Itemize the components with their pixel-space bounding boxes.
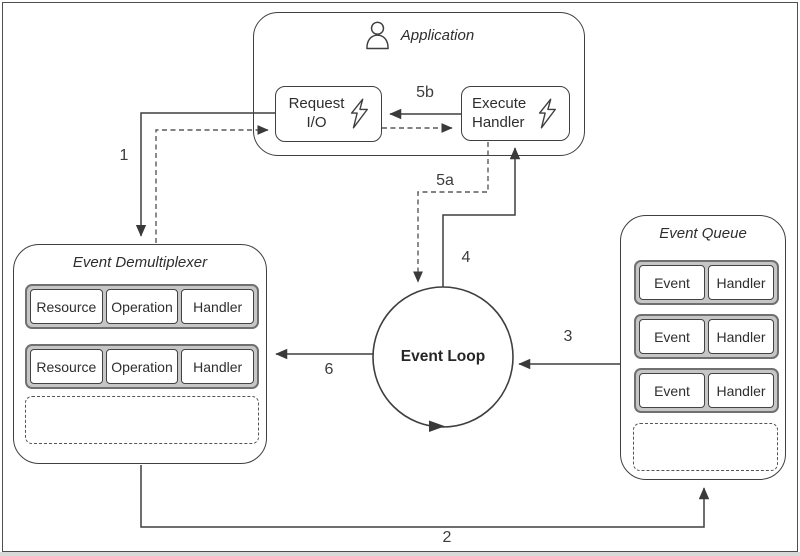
handler-cell: Handler [181,349,255,384]
event-cell: Event [639,319,705,354]
arrow-label-6: 6 [324,361,334,378]
queue-row: Event Handler [634,260,779,305]
request-io-node: Request I/O [275,86,382,142]
queue-row: Event Handler [634,314,779,359]
execute-handler-node: Execute Handler [461,86,570,141]
arrow-label-2: 2 [442,529,452,546]
arrow-label-3: 3 [563,328,573,345]
operation-cell: Operation [105,289,179,324]
arrow-label-4: 4 [461,249,471,266]
person-icon [365,21,389,50]
arrow-label-1: 1 [119,147,129,164]
application-header: Application [254,20,584,51]
queue-row: Event Handler [634,368,779,413]
handler-cell: Handler [708,265,774,300]
event-cell: Event [639,373,705,408]
resource-cell: Resource [30,349,103,384]
event-demultiplexer-title: Event Demultiplexer [72,254,208,271]
arrow-label-5b: 5b [416,84,434,101]
lightning-icon [538,98,556,129]
handler-cell: Handler [708,319,774,354]
request-io-label: Request I/O [288,95,345,131]
arrow-label-5a: 5a [436,172,454,189]
lightning-icon [350,98,368,129]
handler-cell: Handler [708,373,774,408]
event-demultiplexer-node: Event Demultiplexer Resource Operation H… [13,244,267,464]
demultiplexer-row: Resource Operation Handler [25,284,259,329]
operation-cell: Operation [105,349,179,384]
empty-slot [633,423,778,471]
event-queue-node: Event Queue Event Handler Event Handler … [620,215,786,480]
execute-handler-label: Execute Handler [472,94,527,131]
event-loop-label: Event Loop [400,348,486,365]
resource-cell: Resource [30,289,103,324]
bottom-strip [0,552,800,556]
empty-slot [25,396,259,444]
event-cell: Event [639,265,705,300]
application-title: Application [400,27,475,44]
event-queue-title: Event Queue [659,225,747,242]
handler-cell: Handler [181,289,255,324]
demultiplexer-row: Resource Operation Handler [25,344,259,389]
